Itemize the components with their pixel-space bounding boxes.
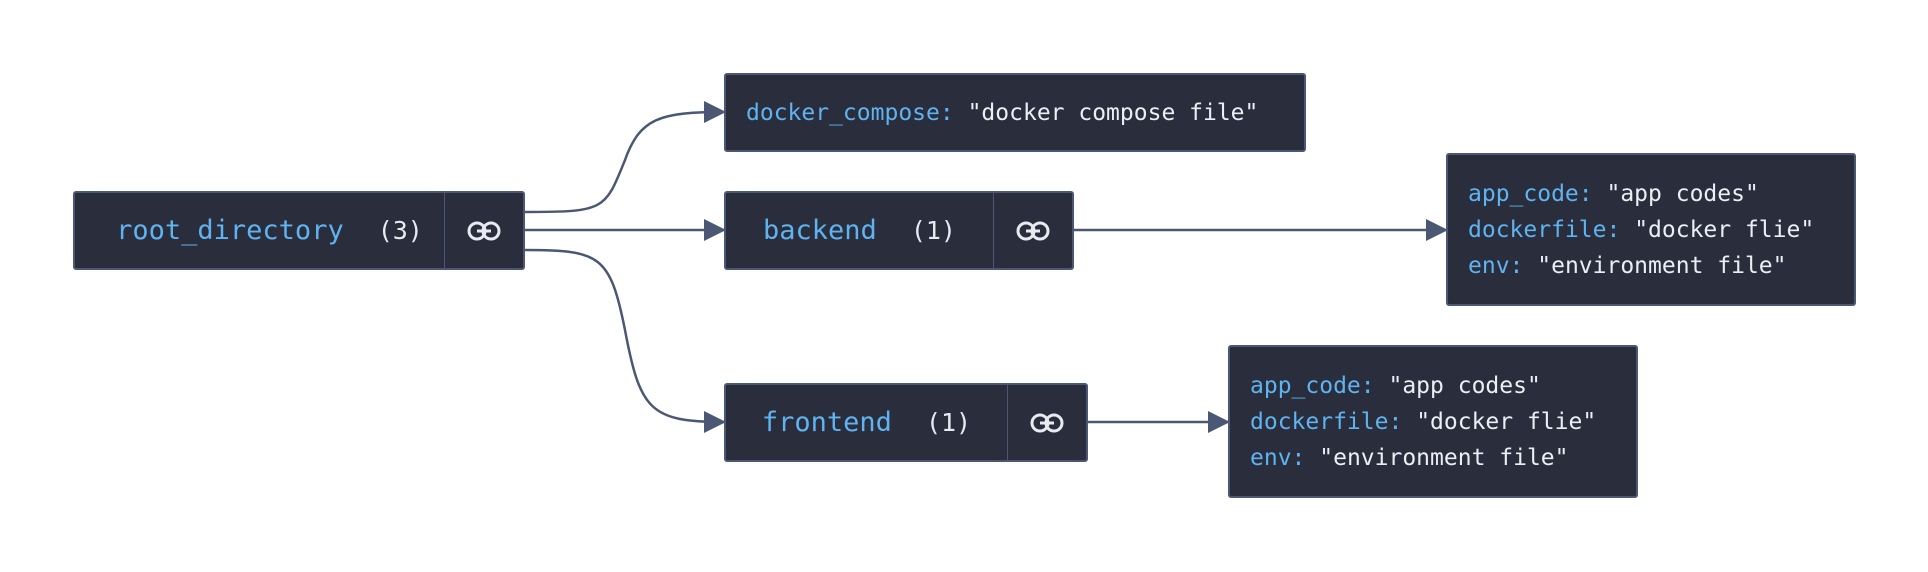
field-row: dockerfile: "docker flie": [1468, 212, 1854, 248]
link-icon: [467, 221, 501, 240]
node-backend[interactable]: backend (1): [724, 191, 1074, 270]
field-key: dockerfile:: [1250, 408, 1403, 435]
node-frontend-title: frontend (1): [726, 385, 1007, 460]
edge-root-to-frontend: [524, 248, 726, 433]
field-value: "app codes": [1606, 180, 1759, 207]
field-key: env:: [1250, 444, 1306, 471]
field-value: "docker flie": [1416, 408, 1597, 435]
field-key: app_code:: [1468, 180, 1593, 207]
node-name: root_directory: [116, 215, 344, 246]
field-row: dockerfile: "docker flie": [1250, 404, 1636, 440]
edge-root-to-docker-compose: [524, 101, 726, 214]
node-frontend[interactable]: frontend (1): [724, 383, 1088, 462]
field-key: env:: [1468, 252, 1524, 279]
field-row: docker_compose: "docker compose file": [746, 95, 1304, 131]
field-key: docker_compose:: [746, 99, 954, 126]
link-button[interactable]: [444, 193, 523, 268]
node-docker-compose: docker_compose: "docker compose file": [724, 73, 1306, 152]
node-root-directory-title: root_directory (3): [75, 193, 444, 268]
child-count: (1): [925, 408, 972, 437]
field-value: "environment file": [1537, 252, 1787, 279]
node-root-directory[interactable]: root_directory (3): [73, 191, 525, 270]
link-button[interactable]: [993, 193, 1072, 268]
field-value: "environment file": [1319, 444, 1569, 471]
node-frontend-fields: app_code: "app codes" dockerfile: "docke…: [1228, 345, 1638, 498]
node-backend-fields: app_code: "app codes" dockerfile: "docke…: [1446, 153, 1856, 306]
field-value: "docker flie": [1634, 216, 1815, 243]
node-backend-title: backend (1): [726, 193, 993, 268]
field-row: env: "environment file": [1250, 440, 1636, 476]
field-row: env: "environment file": [1468, 248, 1854, 284]
field-key: app_code:: [1250, 372, 1375, 399]
child-count: (1): [910, 216, 956, 245]
link-icon: [1030, 413, 1064, 432]
child-count: (3): [377, 216, 423, 245]
field-row: app_code: "app codes": [1250, 368, 1636, 404]
link-button[interactable]: [1007, 385, 1086, 460]
node-name: backend: [763, 215, 877, 246]
field-value: "app codes": [1388, 372, 1541, 399]
field-key: dockerfile:: [1468, 216, 1621, 243]
field-row: app_code: "app codes": [1468, 176, 1854, 212]
node-name: frontend: [761, 407, 892, 438]
link-icon: [1016, 221, 1050, 240]
field-value: "docker compose file": [967, 99, 1259, 126]
